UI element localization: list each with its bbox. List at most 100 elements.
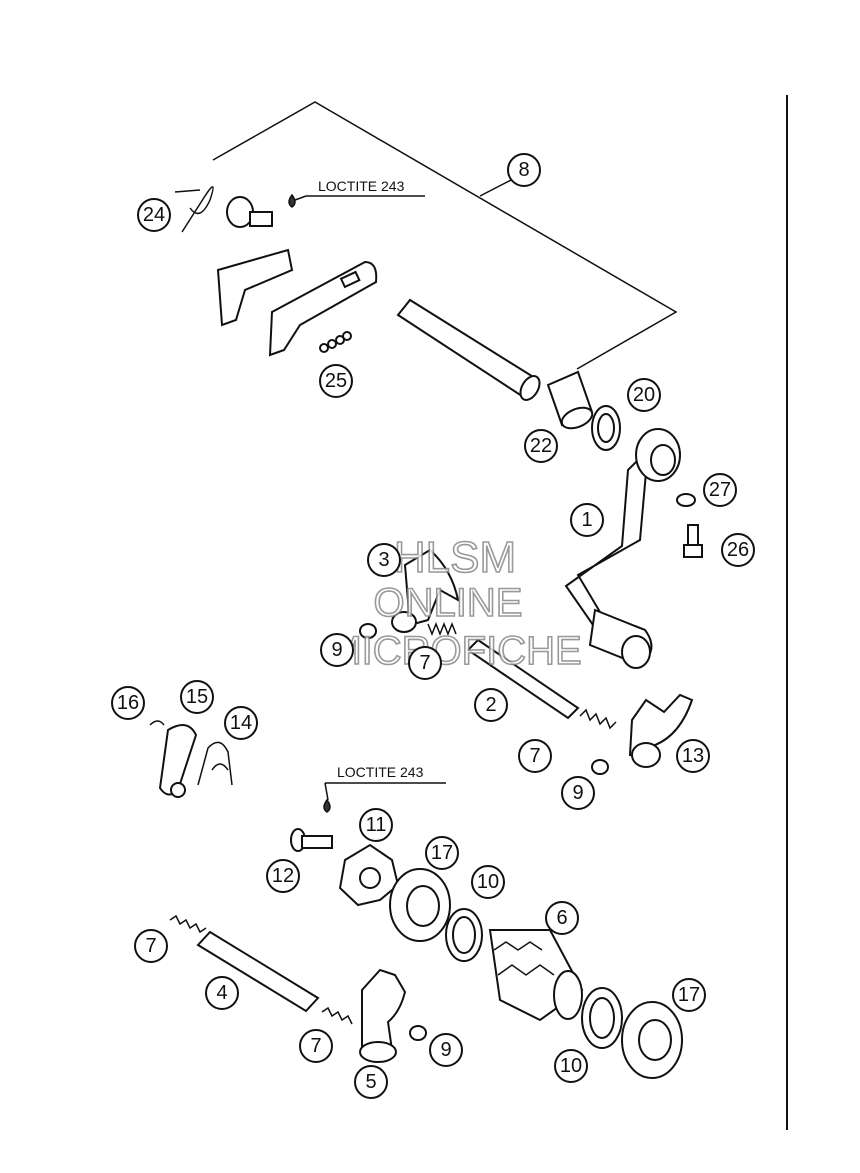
svg-text:26: 26: [727, 539, 749, 561]
svg-text:9: 9: [331, 639, 342, 661]
svg-text:7: 7: [310, 1035, 321, 1057]
svg-text:17: 17: [678, 984, 700, 1006]
svg-text:16: 16: [117, 692, 139, 714]
callout-17a: 17: [425, 836, 459, 870]
callout-13: 13: [676, 739, 710, 773]
svg-text:22: 22: [530, 435, 552, 457]
roller-9a: [359, 623, 377, 639]
callout-17b: 17: [672, 978, 706, 1012]
bush-thread: [249, 211, 273, 227]
shift-plate-a: [216, 248, 294, 327]
shift-plate-b: [268, 260, 378, 357]
leader-8: [479, 177, 516, 197]
callout-15: 15: [180, 680, 214, 714]
watermark-line2: ONLINE: [374, 581, 523, 625]
callout-11: 11: [359, 808, 393, 842]
callout-24: 24: [137, 198, 171, 232]
svg-text:5: 5: [365, 1071, 376, 1093]
loctite-note-mid: LOCTITE 243: [337, 764, 424, 780]
svg-text:7: 7: [529, 745, 540, 767]
bolt-26-head: [683, 544, 703, 558]
svg-text:15: 15: [186, 686, 208, 708]
svg-text:25: 25: [325, 370, 347, 392]
spring-7c: [169, 914, 207, 934]
guide-rod-4: [196, 930, 320, 1013]
small-springs-25: [319, 331, 352, 353]
svg-text:7: 7: [145, 935, 156, 957]
svg-text:14: 14: [230, 712, 252, 734]
spring-clip-24: [174, 186, 214, 233]
lever-1-hub-bore: [650, 444, 676, 476]
callout-9c: 9: [429, 1033, 463, 1067]
loctite-top-leader: [294, 195, 307, 201]
callout-7b: 7: [518, 739, 552, 773]
watermark-line1: HLSM: [394, 533, 516, 582]
roller-9c: [409, 1025, 427, 1041]
fork-13-hub: [631, 742, 661, 768]
bolt-26: [687, 524, 699, 548]
svg-text:17: 17: [431, 842, 453, 864]
callout-27: 27: [703, 473, 737, 507]
svg-text:11: 11: [366, 814, 387, 836]
bearing-17a-inner: [406, 885, 440, 927]
callout-5: 5: [354, 1065, 388, 1099]
svg-text:2: 2: [485, 694, 496, 716]
fork-3-hub: [391, 611, 417, 633]
svg-text:8: 8: [518, 159, 529, 181]
circlip-16: [149, 720, 165, 726]
callout-25: 25: [319, 364, 353, 398]
svg-text:27: 27: [709, 479, 731, 501]
roller-9b: [591, 759, 609, 775]
guide-rod-2: [466, 638, 580, 720]
svg-text:24: 24: [143, 204, 165, 226]
shift-star-11-bore: [359, 867, 381, 889]
washer-10b-inner: [589, 997, 615, 1039]
callout-26: 26: [721, 533, 755, 567]
callout-20: 20: [627, 378, 661, 412]
washer-27: [676, 493, 696, 507]
callout-9b: 9: [561, 776, 595, 810]
loctite-drop-top: [288, 193, 296, 208]
callout-7c: 7: [134, 929, 168, 963]
loctite-drop-mid: [323, 798, 331, 813]
loctite-note-top: LOCTITE 243: [318, 178, 405, 194]
washer-10a-inner: [452, 916, 476, 954]
callout-12: 12: [266, 859, 300, 893]
shaft-end: [519, 375, 541, 401]
lever-1-pedal-end: [621, 635, 651, 669]
svg-text:9: 9: [440, 1039, 451, 1061]
shift-drum-6-grooves: [493, 941, 555, 976]
shift-lever-1: [564, 447, 650, 637]
callout-22: 22: [524, 429, 558, 463]
callout-8: 8: [507, 153, 541, 187]
callout-10b: 10: [554, 1049, 588, 1083]
shift-fork-5: [361, 968, 407, 1051]
plate-slot-b: [339, 270, 361, 289]
shift-drum-6-end: [553, 970, 583, 1020]
svg-text:7: 7: [419, 652, 430, 674]
seal-ring-20-inner: [597, 413, 615, 443]
callout-7a: 7: [408, 646, 442, 680]
callout-3: 3: [367, 543, 401, 577]
svg-text:4: 4: [216, 982, 227, 1004]
callout-10a: 10: [471, 865, 505, 899]
assembly-bracket: [212, 101, 678, 370]
svg-text:10: 10: [477, 871, 499, 893]
bearing-17b-inner: [638, 1019, 672, 1061]
svg-text:1: 1: [581, 509, 592, 531]
svg-text:20: 20: [633, 384, 655, 406]
callout-14: 14: [224, 706, 258, 740]
watermark-line3: MICROFICHE: [328, 629, 581, 673]
svg-text:10: 10: [560, 1055, 582, 1077]
torsion-spring-14: [197, 741, 233, 786]
fork-5-hub: [359, 1041, 397, 1063]
loctite-mid-leader: [324, 782, 329, 801]
spring-7a: [427, 621, 457, 637]
shift-shaft: [396, 298, 537, 400]
callout-16: 16: [111, 686, 145, 720]
svg-text:12: 12: [272, 865, 294, 887]
svg-text:6: 6: [556, 907, 567, 929]
bolt-12-shank: [301, 835, 333, 849]
bushing-22-face: [560, 406, 594, 430]
